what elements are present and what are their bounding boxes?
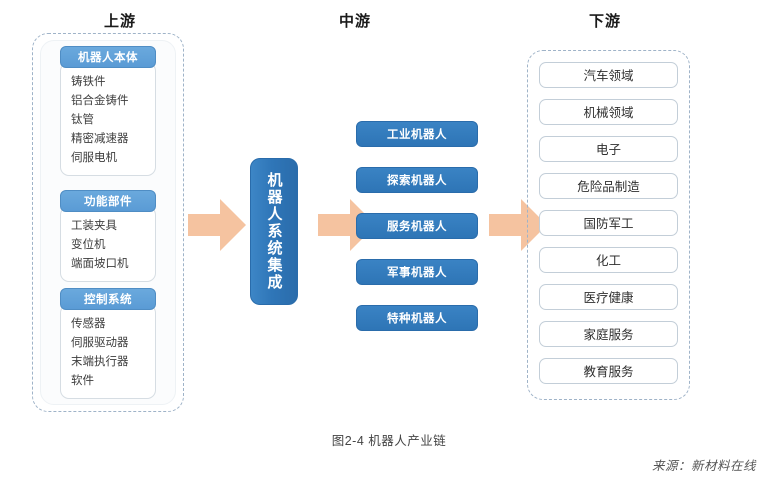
downstream-field-education: 教育服务: [539, 358, 678, 384]
list-item: 传感器: [71, 318, 106, 330]
midstream-category-exploration: 探索机器人: [356, 167, 478, 193]
list-item: 精密减速器: [71, 133, 129, 145]
midstream-category-military: 军事机器人: [356, 259, 478, 285]
upstream-group-robot-body: 机器人本体 铸铁件 铝合金铸件 钛管 精密减速器 伺服电机: [60, 46, 156, 176]
list-item: 变位机: [71, 239, 106, 251]
column-header-downstream: 下游: [588, 13, 621, 30]
downstream-field-medical: 医疗健康: [539, 284, 678, 310]
upstream-group-title: 功能部件: [60, 190, 156, 212]
list-item: 端面坡口机: [71, 258, 129, 270]
list-item: 钛管: [71, 114, 94, 126]
midstream-category-special: 特种机器人: [356, 305, 478, 331]
column-header-upstream: 上游: [103, 13, 136, 30]
arrow-right-icon: [489, 199, 547, 251]
downstream-field-automotive: 汽车领域: [539, 62, 678, 88]
midstream-category-service: 服务机器人: [356, 213, 478, 239]
list-item: 末端执行器: [71, 356, 129, 368]
upstream-group-title: 机器人本体: [60, 46, 156, 68]
list-item: 工装夹具: [71, 220, 117, 232]
downstream-field-defense: 国防军工: [539, 210, 678, 236]
list-item: 伺服驱动器: [71, 337, 129, 349]
list-item: 伺服电机: [71, 152, 117, 164]
downstream-field-machinery: 机械领域: [539, 99, 678, 125]
upstream-group-control-system: 控制系统 传感器 伺服驱动器 末端执行器 软件: [60, 288, 156, 399]
downstream-field-household: 家庭服务: [539, 321, 678, 347]
upstream-group-title: 控制系统: [60, 288, 156, 310]
upstream-group-items: 传感器 伺服驱动器 末端执行器 软件: [60, 304, 156, 399]
list-item: 铝合金铸件: [71, 95, 129, 107]
figure-caption: 图2-4 机器人产业链: [331, 434, 447, 448]
list-item: 铸铁件: [71, 76, 106, 88]
figure-source: 来源：新材料在线: [651, 459, 756, 473]
upstream-dashed-container: [32, 33, 184, 412]
midstream-system-integration-box: 机器人系统集成: [250, 158, 298, 305]
list-item: 软件: [71, 375, 94, 387]
upstream-group-items: 工装夹具 变位机 端面坡口机: [60, 206, 156, 282]
upstream-group-functional-parts: 功能部件 工装夹具 变位机 端面坡口机: [60, 190, 156, 282]
midstream-category-industrial: 工业机器人: [356, 121, 478, 147]
downstream-field-chemical: 化工: [539, 247, 678, 273]
column-header-midstream: 中游: [338, 13, 371, 30]
downstream-field-electronics: 电子: [539, 136, 678, 162]
arrow-right-icon: [188, 199, 246, 251]
downstream-dashed-container: [527, 50, 690, 400]
upstream-group-items: 铸铁件 铝合金铸件 钛管 精密减速器 伺服电机: [60, 62, 156, 176]
downstream-field-hazardous: 危险品制造: [539, 173, 678, 199]
